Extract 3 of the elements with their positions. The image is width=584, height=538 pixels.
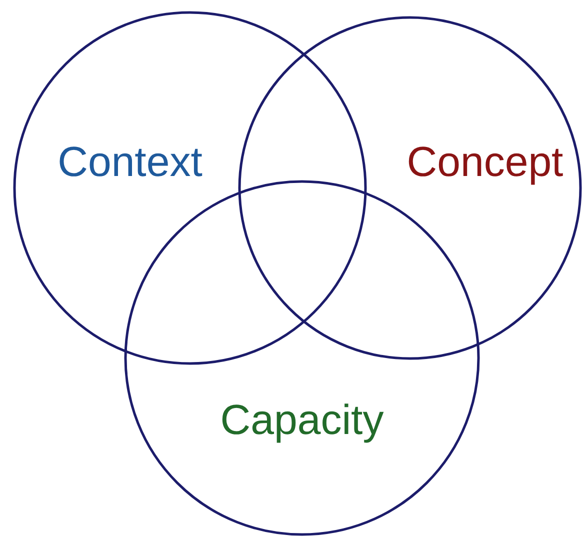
set-label: Context	[58, 141, 202, 183]
set-label: Capacity	[220, 399, 384, 441]
set-label: Concept	[406, 141, 564, 183]
